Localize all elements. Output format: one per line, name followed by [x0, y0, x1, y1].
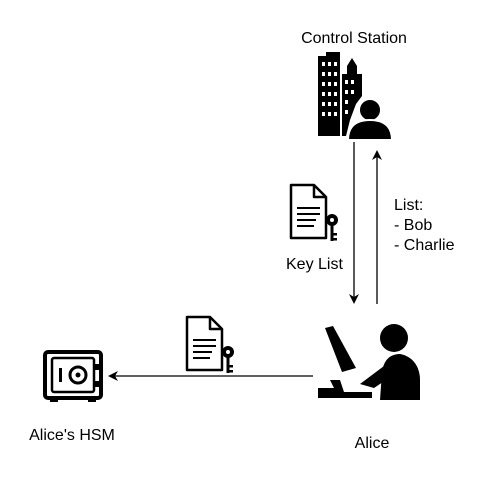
list-note-title: List:: [394, 197, 424, 214]
document-with-key-icon-hsm: [185, 315, 234, 373]
building-with-user-icon: [318, 52, 394, 141]
document-with-key-icon: [289, 183, 338, 241]
list-note-item: - Charlie: [394, 237, 455, 254]
control-station-label: Control Station: [301, 30, 407, 47]
alice-label: Alice: [354, 435, 390, 452]
list-note: List: - Bob - Charlie: [394, 196, 454, 256]
hsm-label: Alice's HSM: [29, 427, 115, 444]
safe-icon: [43, 350, 103, 402]
key-list-label: Key List: [286, 256, 343, 273]
list-note-item: - Bob: [394, 217, 433, 234]
person-at-computer-icon: [318, 324, 420, 400]
